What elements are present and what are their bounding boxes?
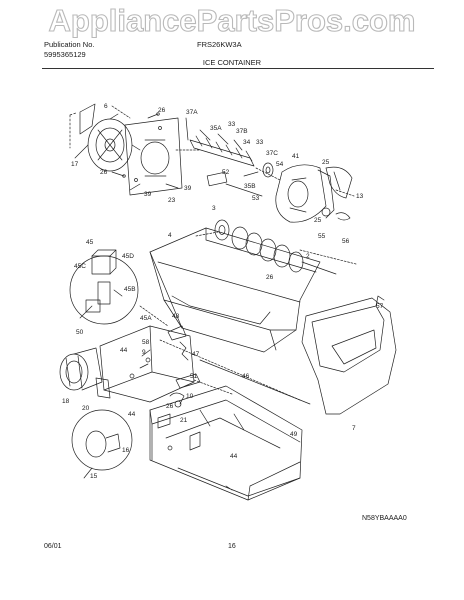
callout-3: 3 — [212, 205, 216, 212]
callout-47: 47 — [192, 351, 200, 358]
coupler-part — [206, 162, 274, 197]
rod-part — [199, 359, 311, 405]
callout-45c: 45C — [74, 263, 86, 270]
callout-53: 53 — [252, 195, 260, 202]
auger-coil-part — [214, 219, 337, 275]
watermark-text: AppliancePartsPros.com — [49, 3, 416, 38]
diagram-code: N58YBAAAA0 — [362, 515, 407, 522]
callout-54: 54 — [276, 161, 284, 168]
callout-25: 25 — [322, 159, 330, 166]
callout-2: 2 — [306, 253, 310, 260]
callout-20: 20 — [82, 405, 90, 412]
motor-bracket-part — [95, 377, 111, 399]
callout-34: 34 — [243, 139, 251, 146]
callout-44: 44 — [128, 411, 136, 418]
callout-39: 39 — [184, 185, 192, 192]
callout-25: 25 — [314, 217, 322, 224]
linkage-part — [159, 325, 301, 401]
solenoid-detail-circle — [69, 249, 139, 325]
auger-motor-part — [74, 103, 141, 172]
callout-7: 7 — [352, 425, 356, 432]
shutter-hardware-part — [321, 207, 351, 221]
callout-10: 10 — [186, 393, 194, 400]
callout-41: 41 — [292, 153, 300, 160]
assembly-bracket-left — [69, 112, 77, 149]
callout-35b: 35B — [244, 183, 256, 190]
callout-4: 4 — [168, 232, 172, 239]
mounting-plate-part — [124, 117, 183, 196]
small-bracket-part — [157, 413, 171, 429]
callout-18: 18 — [62, 398, 70, 405]
callout-33: 33 — [256, 139, 264, 146]
callout-21: 21 — [180, 417, 188, 424]
callout-26: 26 — [166, 403, 174, 410]
callout-6: 6 — [104, 103, 108, 110]
model-number: FRS26KW3A — [197, 40, 242, 49]
shutter-part — [325, 166, 353, 199]
bottom-bracket-part — [177, 467, 301, 497]
callout-50: 50 — [76, 329, 84, 336]
ice-bucket-part — [149, 227, 321, 353]
callout-55: 55 — [318, 233, 326, 240]
callout-46: 46 — [242, 373, 250, 380]
watermark: AppliancePartsPros.com — [48, 2, 416, 38]
callout-44: 44 — [120, 347, 128, 354]
callout-23: 23 — [168, 197, 176, 204]
front-housing-part — [275, 164, 335, 223]
callout-33: 33 — [228, 121, 236, 128]
callout-9: 9 — [142, 349, 146, 356]
callout-35a: 35A — [210, 125, 222, 132]
callout-49: 49 — [290, 431, 298, 438]
callout-15: 15 — [90, 473, 98, 480]
callout-26: 26 — [100, 169, 108, 176]
callout-17: 17 — [71, 161, 79, 168]
callout-51: 51 — [190, 373, 198, 380]
callout-13: 13 — [356, 193, 364, 200]
publication-number: 5995365129 — [44, 50, 86, 59]
callout-56: 56 — [342, 238, 350, 245]
callout-52: 52 — [222, 169, 230, 176]
leader-lines — [111, 105, 357, 395]
callout-26: 26 — [266, 274, 274, 281]
crusher-blades-part — [185, 117, 255, 167]
callout-37c: 37C — [266, 150, 278, 157]
screw-parts — [111, 112, 179, 191]
callout-45: 45 — [86, 239, 94, 246]
footer-page-number: 16 — [228, 543, 236, 550]
callout-16: 16 — [122, 447, 130, 454]
callout-57: 57 — [376, 303, 384, 310]
section-title: ICE CONTAINER — [202, 58, 262, 67]
callout-58: 58 — [142, 339, 150, 346]
bracket-part-50 — [85, 299, 101, 313]
motor-part — [59, 347, 103, 391]
callout-45a: 45A — [140, 315, 152, 322]
callout-37b: 37B — [236, 128, 248, 135]
callout-45d: 45D — [122, 253, 134, 260]
callout-37a: 37A — [186, 109, 198, 116]
callout-39: 39 — [144, 191, 152, 198]
callout-26: 26 — [158, 107, 166, 114]
callout-48: 48 — [172, 313, 180, 320]
light-bulb-detail-circle — [71, 409, 133, 479]
callout-44: 44 — [230, 453, 238, 460]
callout-45b: 45B — [124, 286, 136, 293]
header-divider — [42, 68, 434, 69]
footer-date: 06/01 — [44, 543, 62, 550]
front-door-part — [301, 295, 397, 415]
publication-label: Publication No. — [44, 40, 95, 49]
